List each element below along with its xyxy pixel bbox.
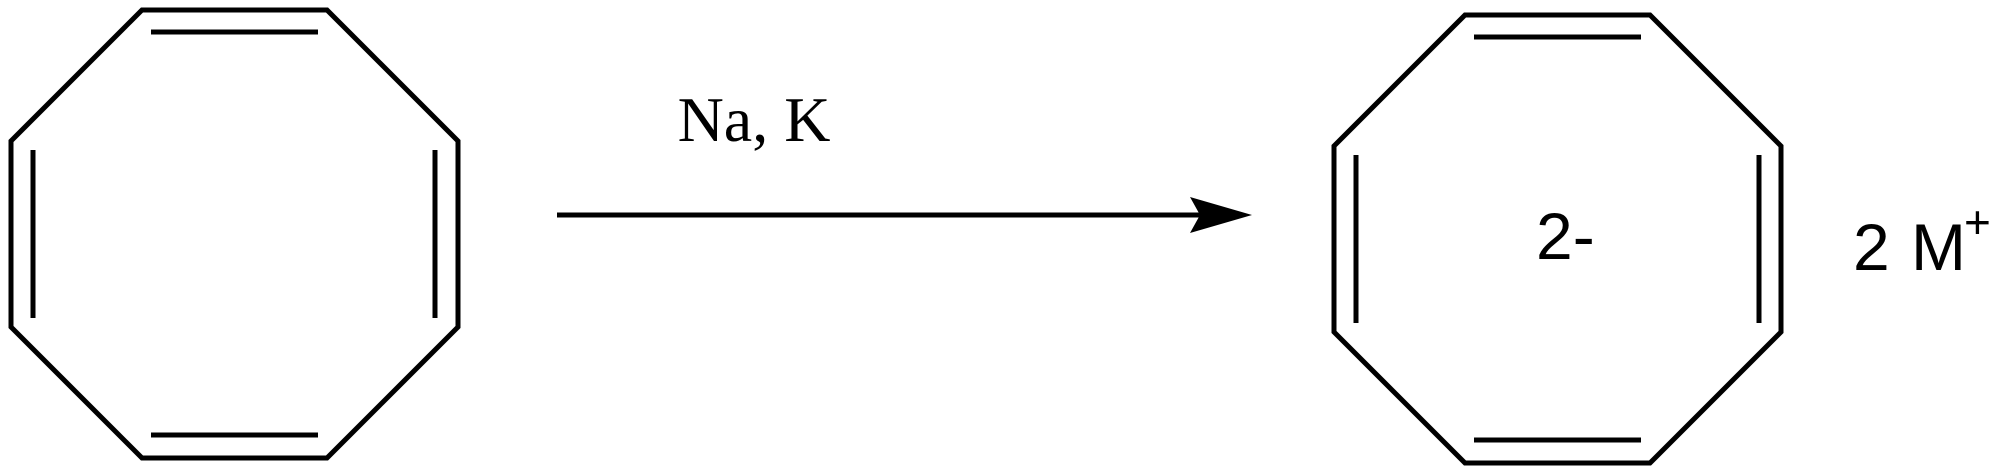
counterion-symbol: M — [1911, 210, 1966, 284]
product-cot-dianion: 2- — [1331, 12, 1784, 466]
product-ring-outline — [1331, 12, 1784, 466]
counterion-label: 2 M + — [1853, 196, 1991, 284]
reaction-arrow-group: Na, K — [557, 84, 1252, 233]
reactant-ring-outline — [8, 7, 461, 461]
reactant-cyclooctatetraene — [8, 7, 461, 461]
counterion-coefficient: 2 — [1853, 210, 1890, 284]
counterion-charge: + — [1964, 196, 1991, 248]
reaction-arrow-head — [1190, 197, 1252, 233]
reagents-label: Na, K — [678, 84, 831, 155]
dianion-charge-label: 2- — [1536, 199, 1595, 273]
